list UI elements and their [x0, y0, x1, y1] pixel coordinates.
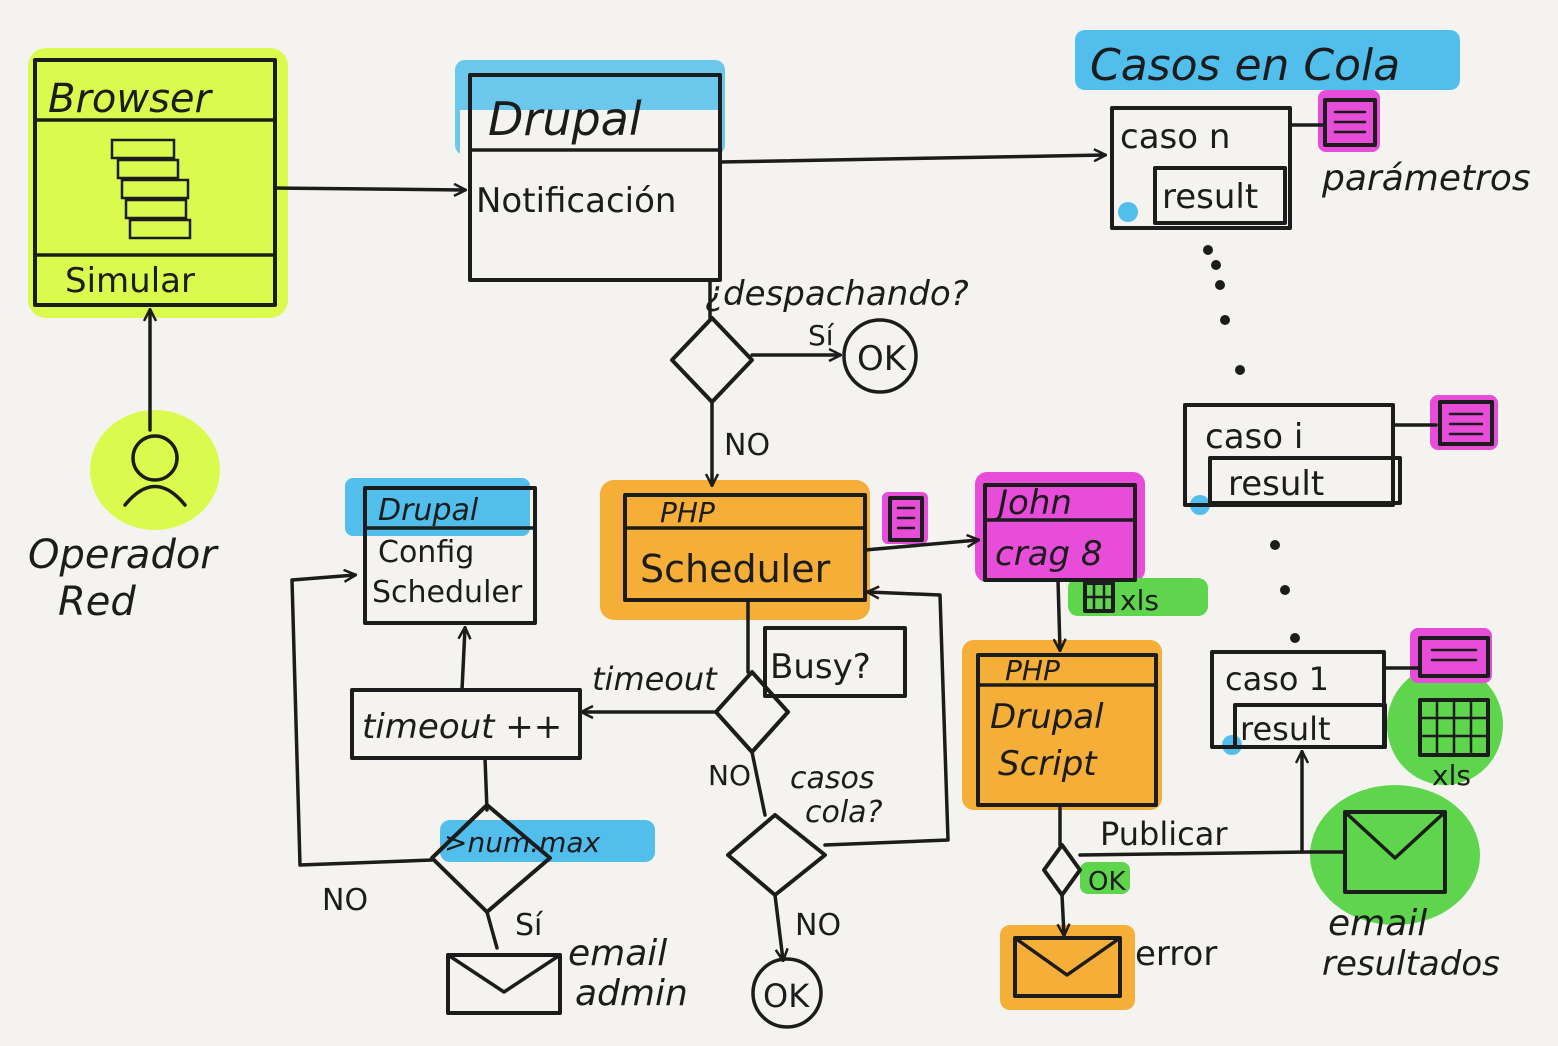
spreadsheet-icon [1083, 581, 1115, 613]
decision-busy: Busy? timeout NO [582, 598, 907, 817]
dispatching-no: NO [724, 428, 770, 463]
timeout-counter-label: timeout ++ [362, 707, 562, 747]
config-label-1: Config [378, 535, 474, 570]
email-admin-label-1: email [568, 933, 667, 974]
error-envelope-icon [1013, 936, 1122, 998]
document-icon [1438, 400, 1494, 446]
browser-simulate-label: Simular [65, 261, 195, 301]
queue-cases-no: NO [795, 908, 841, 943]
operator-label-1: Operador [28, 532, 219, 578]
email-results: email resultados [1308, 810, 1500, 984]
queue-item-n-name: caso n [1120, 117, 1230, 157]
timeout-counter-box: timeout ++ [350, 628, 582, 812]
highlights [28, 30, 1503, 1010]
queue-title: Casos en Cola [1090, 40, 1400, 91]
queue-item-n-result: result [1162, 177, 1258, 217]
browser-title: Browser [48, 76, 214, 122]
envelope-icon [446, 953, 562, 1015]
decision-num-max: >num.max NO Sí [290, 575, 601, 950]
dispatching-yes: Sí [808, 319, 835, 352]
php-scheduler-box: PHP Scheduler [623, 493, 924, 602]
decision-queue-cases: casos cola? NO OK [726, 592, 950, 1029]
queue-item-1-result: result [1240, 710, 1331, 748]
queue-item-n: caso n result parámetros [1110, 98, 1531, 230]
queue-cases-ok: OK [763, 977, 810, 1015]
publish-ok: OK [1088, 867, 1126, 897]
num-max-no: NO [322, 883, 368, 918]
queue-item-1: caso 1 result xls [1210, 636, 1490, 792]
config-label-2: Scheduler [372, 575, 523, 610]
decision-dispatching: ¿despachando? Sí OK NO [670, 274, 969, 485]
document-icon [888, 496, 924, 542]
busy-question: Busy? [770, 647, 871, 687]
queue-ellipsis [1203, 245, 1300, 643]
document-icon [1323, 98, 1377, 147]
num-max-yes: Sí [515, 908, 544, 943]
document-icon [1418, 636, 1490, 678]
dispatching-question: ¿despachando? [705, 274, 969, 314]
operator: Operador Red [28, 310, 219, 625]
publish-error: error [1135, 934, 1217, 974]
php-script-label-2: Script [998, 744, 1098, 784]
queue: Casos en Cola caso n result parámetros [1090, 40, 1531, 792]
john-label-2: crag 8 [995, 534, 1103, 574]
spreadsheet-icon [1418, 698, 1490, 757]
email-admin: email admin [446, 933, 688, 1015]
queue-cases-label-2: cola? [805, 795, 883, 830]
queue-item-i-result: result [1228, 464, 1324, 504]
php-script-label-1: Drupal [990, 697, 1104, 737]
php-script-title: PHP [1005, 654, 1060, 687]
john-box: John crag 8 xls [983, 483, 1159, 617]
browser-window: Browser Simular [33, 58, 277, 307]
queue-item-i: caso i result [1183, 400, 1494, 507]
email-admin-label-2: admin [575, 973, 688, 1014]
operator-label-2: Red [58, 579, 136, 625]
email-results-label-2: resultados [1322, 944, 1500, 984]
user-icon [123, 434, 187, 507]
decision-publish: Publicar OK error [1013, 752, 1312, 998]
busy-timeout-label: timeout [592, 660, 718, 698]
params-label: parámetros [1321, 158, 1531, 199]
queue-item-1-name: caso 1 [1225, 660, 1329, 698]
email-results-label-1: email [1328, 903, 1427, 944]
num-max-label: >num.max [444, 826, 601, 859]
scheduler-label: Scheduler [640, 547, 831, 591]
config-title: Drupal [378, 493, 479, 528]
drupal-config-box: Drupal Config Scheduler [363, 486, 537, 625]
queue-item-i-name: caso i [1205, 417, 1303, 457]
drupal-notification-label: Notificación [476, 181, 676, 221]
scheduler-title: PHP [660, 496, 715, 529]
queue-cases-label-1: casos [790, 761, 875, 796]
php-drupal-script-box: PHP Drupal Script [976, 653, 1158, 807]
busy-no: NO [708, 759, 751, 792]
xls-small-label: xls [1120, 584, 1159, 617]
dispatching-ok: OK [857, 339, 908, 379]
drupal-title: Drupal [488, 92, 642, 146]
publish-label: Publicar [1100, 815, 1228, 853]
document-stack-icon [110, 138, 192, 240]
xls-big-label: xls [1432, 759, 1471, 792]
john-label-1: John [992, 483, 1072, 523]
drupal-notification-box: Drupal Notificación [468, 73, 722, 282]
